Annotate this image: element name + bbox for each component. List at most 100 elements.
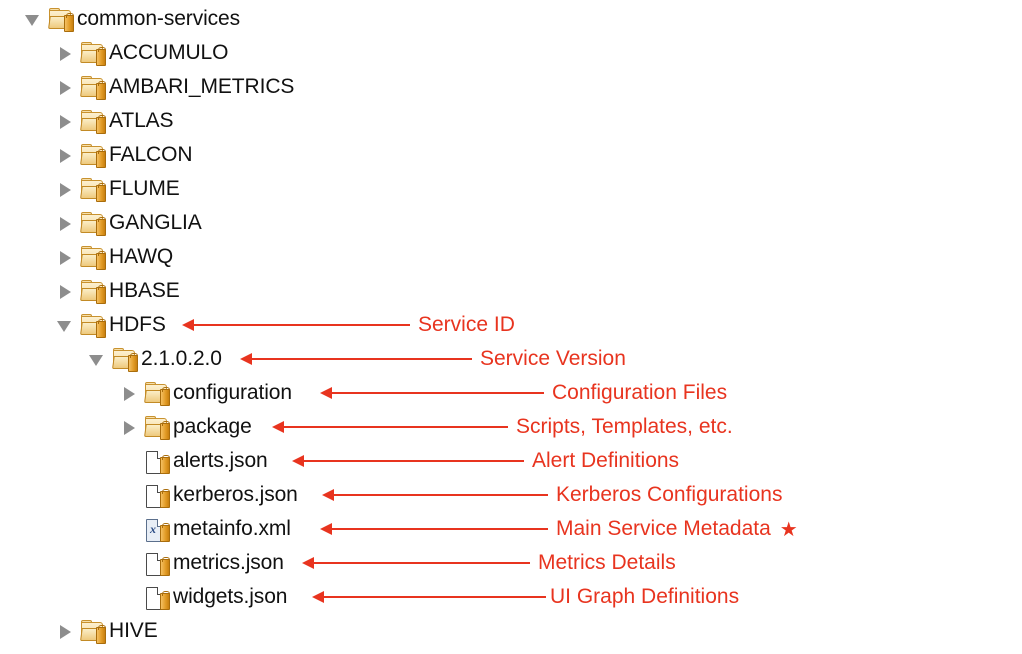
chevron-right-icon[interactable] bbox=[54, 614, 80, 648]
annotation-label: Metrics Details bbox=[538, 551, 676, 574]
tree-node-label: GANGLIA bbox=[109, 211, 202, 234]
tree-node-label: HAWQ bbox=[109, 245, 174, 268]
xml-file-icon: x bbox=[144, 516, 170, 542]
chevron-right-icon[interactable] bbox=[54, 172, 80, 206]
tree-file-row[interactable]: metrics.json bbox=[118, 546, 284, 580]
folder-icon bbox=[112, 346, 138, 372]
json-file-icon bbox=[144, 584, 170, 610]
annotation-label: Alert Definitions bbox=[532, 449, 680, 472]
tree-node-label: metrics.json bbox=[173, 551, 284, 574]
annotation-callout: Service ID bbox=[182, 308, 515, 342]
tree-spacer bbox=[118, 512, 144, 546]
annotation-arrow-icon bbox=[302, 557, 530, 569]
tree-file-row[interactable]: alerts.json bbox=[118, 444, 268, 478]
folder-icon bbox=[80, 618, 106, 644]
annotation-label: Configuration Files bbox=[552, 381, 728, 404]
tree-node-label: ATLAS bbox=[109, 109, 174, 132]
tree-folder-row[interactable]: ATLAS bbox=[54, 104, 174, 138]
annotation-callout: Scripts, Templates, etc. bbox=[272, 410, 733, 444]
annotation-arrow-icon bbox=[320, 387, 544, 399]
annotation-star-icon: ★ bbox=[779, 518, 798, 541]
json-file-icon bbox=[144, 448, 170, 474]
tree-spacer bbox=[118, 546, 144, 580]
tree-folder-row[interactable]: HAWQ bbox=[54, 240, 173, 274]
tree-node-label: common-services bbox=[77, 7, 241, 30]
tree-node-label: HIVE bbox=[109, 619, 158, 642]
annotation-label: Scripts, Templates, etc. bbox=[516, 415, 733, 438]
tree-folder-row[interactable]: ACCUMULO bbox=[54, 36, 228, 70]
tree-node-label: alerts.json bbox=[173, 449, 268, 472]
chevron-right-icon[interactable] bbox=[54, 274, 80, 308]
json-file-icon bbox=[144, 550, 170, 576]
chevron-right-icon[interactable] bbox=[54, 36, 80, 70]
folder-icon bbox=[144, 380, 170, 406]
chevron-right-icon[interactable] bbox=[118, 376, 144, 410]
annotation-callout: UI Graph Definitions bbox=[312, 580, 739, 614]
annotation-arrow-icon bbox=[240, 353, 472, 365]
tree-node-label: AMBARI_METRICS bbox=[109, 75, 295, 98]
tree-folder-row[interactable]: HBASE bbox=[54, 274, 180, 308]
folder-icon bbox=[80, 40, 106, 66]
tree-folder-row[interactable]: common-services bbox=[22, 2, 240, 36]
chevron-right-icon[interactable] bbox=[54, 138, 80, 172]
annotation-arrow-icon bbox=[322, 489, 548, 501]
annotation-callout: Main Service Metadata ★ bbox=[320, 512, 798, 546]
tree-folder-row[interactable]: FALCON bbox=[54, 138, 193, 172]
tree-node-label: HBASE bbox=[109, 279, 180, 302]
folder-icon bbox=[80, 108, 106, 134]
tree-node-label: HDFS bbox=[109, 313, 166, 336]
tree-spacer bbox=[118, 580, 144, 614]
tree-folder-row[interactable]: GANGLIA bbox=[54, 206, 202, 240]
tree-spacer bbox=[118, 478, 144, 512]
folder-icon bbox=[80, 278, 106, 304]
tree-node-label: package bbox=[173, 415, 252, 438]
tree-folder-row[interactable]: HDFS bbox=[54, 308, 166, 342]
folder-icon bbox=[80, 142, 106, 168]
tree-file-row[interactable]: widgets.json bbox=[118, 580, 287, 614]
annotation-label: Service ID bbox=[418, 313, 515, 336]
annotation-callout: Metrics Details bbox=[302, 546, 676, 580]
annotation-label: Kerberos Configurations bbox=[556, 483, 783, 506]
chevron-right-icon[interactable] bbox=[54, 70, 80, 104]
annotation-callout: Alert Definitions bbox=[292, 444, 679, 478]
chevron-right-icon[interactable] bbox=[54, 240, 80, 274]
annotation-arrow-icon bbox=[320, 523, 548, 535]
chevron-right-icon[interactable] bbox=[54, 104, 80, 138]
chevron-right-icon[interactable] bbox=[118, 410, 144, 444]
annotation-arrow-icon bbox=[292, 455, 524, 467]
tree-folder-row[interactable]: 2.1.0.2.0 bbox=[86, 342, 222, 376]
annotation-arrow-icon bbox=[182, 319, 410, 331]
tree-file-row[interactable]: kerberos.json bbox=[118, 478, 298, 512]
tree-node-label: kerberos.json bbox=[173, 483, 298, 506]
annotation-arrow-icon bbox=[272, 421, 508, 433]
annotation-label: UI Graph Definitions bbox=[550, 585, 740, 608]
tree-node-label: ACCUMULO bbox=[109, 41, 229, 64]
tree-node-label: widgets.json bbox=[173, 585, 288, 608]
tree-folder-row[interactable]: configuration bbox=[118, 376, 292, 410]
annotation-label: Service Version bbox=[480, 347, 626, 370]
annotation-label: Main Service Metadata bbox=[556, 517, 771, 540]
chevron-down-icon[interactable] bbox=[54, 308, 80, 342]
folder-icon bbox=[80, 210, 106, 236]
tree-folder-row[interactable]: package bbox=[118, 410, 252, 444]
chevron-down-icon[interactable] bbox=[86, 342, 112, 376]
chevron-down-icon[interactable] bbox=[22, 2, 48, 36]
tree-folder-row[interactable]: AMBARI_METRICS bbox=[54, 70, 294, 104]
folder-icon bbox=[80, 74, 106, 100]
folder-icon bbox=[80, 244, 106, 270]
annotation-callout: Configuration Files bbox=[320, 376, 727, 410]
tree-node-label: 2.1.0.2.0 bbox=[141, 347, 222, 370]
tree-folder-row[interactable]: HIVE bbox=[54, 614, 158, 648]
json-file-icon bbox=[144, 482, 170, 508]
tree-node-label: FLUME bbox=[109, 177, 180, 200]
tree-spacer bbox=[118, 444, 144, 478]
annotation-callout: Kerberos Configurations bbox=[322, 478, 782, 512]
tree-folder-row[interactable]: FLUME bbox=[54, 172, 180, 206]
chevron-right-icon[interactable] bbox=[54, 206, 80, 240]
folder-icon bbox=[80, 312, 106, 338]
folder-icon bbox=[48, 6, 74, 32]
annotation-arrow-icon bbox=[312, 591, 546, 603]
tree-node-label: FALCON bbox=[109, 143, 193, 166]
